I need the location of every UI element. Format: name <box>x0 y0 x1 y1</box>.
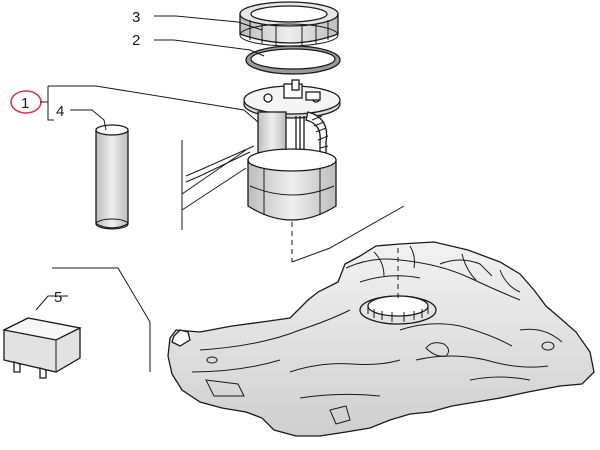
callout-5-label: 5 <box>54 289 62 306</box>
callout-3-label: 3 <box>132 9 140 26</box>
callout-4-label: 4 <box>56 103 64 120</box>
callout-1[interactable]: 1 <box>10 90 48 114</box>
filter-tube <box>95 124 129 230</box>
callout-5[interactable]: 5 <box>54 289 62 306</box>
callout-1-label: 1 <box>21 95 29 112</box>
relay <box>1 317 83 379</box>
callout-2[interactable]: 2 <box>132 32 140 49</box>
callout-3[interactable]: 3 <box>132 9 140 26</box>
callout-4[interactable]: 4 <box>56 103 64 120</box>
lock-ring <box>239 1 339 47</box>
seal-ring <box>245 45 341 75</box>
leader-lines <box>35 15 405 372</box>
fuel-tank <box>167 241 595 437</box>
callout-2-label: 2 <box>132 32 140 49</box>
fuel-pump-module <box>185 79 341 221</box>
